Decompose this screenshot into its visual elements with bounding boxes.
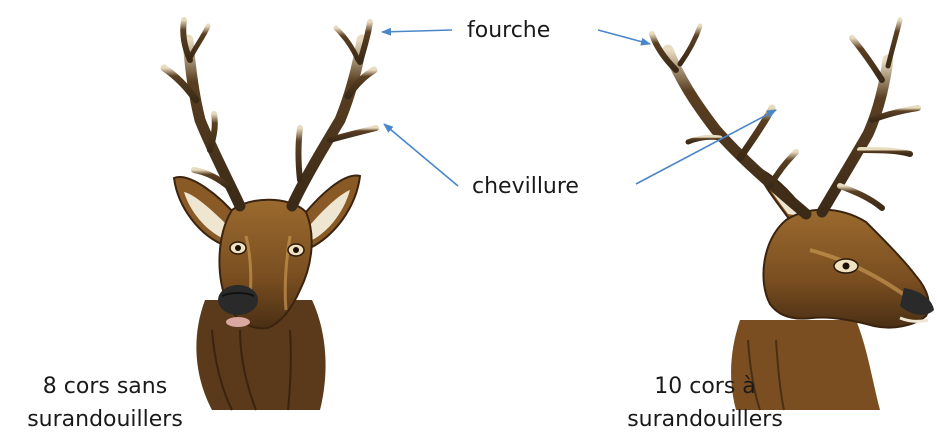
label-fourche: fourche xyxy=(467,20,550,42)
caption-left-line1: 8 cors sans xyxy=(0,370,210,403)
left-stag-muzzle xyxy=(218,285,258,315)
arrow-chevillure-left xyxy=(384,124,458,186)
caption-left-line2: surandouillers xyxy=(0,403,210,436)
caption-right: 10 cors à surandouillers xyxy=(600,370,810,436)
right-stag-antler-front xyxy=(822,20,918,212)
arrow-fourche-right xyxy=(598,30,650,44)
caption-right-line2: surandouillers xyxy=(600,403,810,436)
left-stag-antler-right xyxy=(292,22,376,206)
arrow-fourche-left xyxy=(382,30,452,32)
label-chevillure: chevillure xyxy=(472,176,579,198)
caption-right-line1: 10 cors à xyxy=(600,370,810,403)
right-stag-illustration xyxy=(652,20,934,410)
annotation-arrows xyxy=(382,30,776,186)
left-stag-illustration xyxy=(164,20,376,410)
caption-left: 8 cors sans surandouillers xyxy=(0,370,210,436)
